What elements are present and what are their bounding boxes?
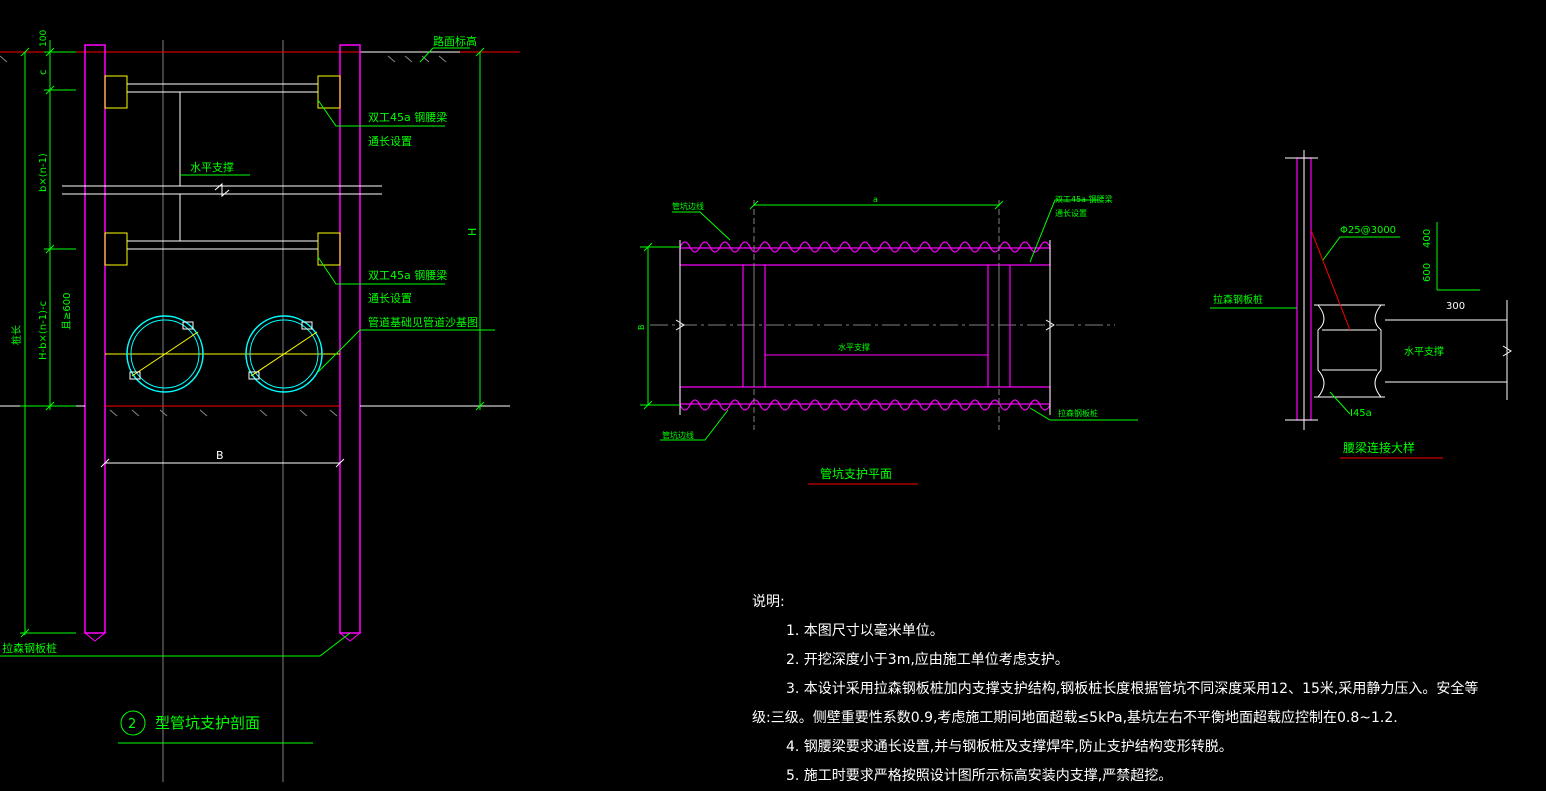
plan-bottom-sheet-pile <box>679 399 1051 411</box>
detail-bolt-label: Φ25@3000 <box>1340 225 1396 236</box>
dim-c: c <box>38 70 49 76</box>
pipe-left <box>126 315 204 393</box>
detail-dim-400: 400 <box>1422 229 1433 248</box>
section-title: 型管坑支护剖面 <box>155 714 260 732</box>
plan-dim-B: B <box>637 325 646 331</box>
plan-dim-a: a <box>873 195 878 204</box>
section-view: 路面标高 100 c b×(n-1) H-b×(n-1)-c 且≥600 桩长 … <box>0 30 520 782</box>
plan-top-sheet-pile <box>679 241 1051 253</box>
plan-right-bottom-label: 拉森钢板桩 <box>1058 408 1098 418</box>
detail-dim-300: 300 <box>1446 301 1465 312</box>
detail-view: Φ25@3000 400 600 300 拉森钢板桩 水平支撑 I45a 腰梁连… <box>1210 150 1512 459</box>
plan-strut-label: 水平支撑 <box>838 342 870 352</box>
note-item-4: 4. 钢腰梁要求通长设置,并与钢板桩及支撑焊牢,防止支护结构变形转脱。 <box>786 739 1233 755</box>
dim-spacing: b×(n-1) <box>38 153 49 192</box>
plan-bottom-pile-label: 管坑边线 <box>662 430 694 440</box>
note-item-3-cont: 级:三级。侧壁重要性系数0.9,考虑施工期间地面超载≤5kPa,基坑左右不平衡地… <box>752 710 1398 726</box>
waler-label-1: 双工45a 钢腰梁 <box>368 110 447 124</box>
pipe-label: 管道基础见管道沙基图 <box>368 315 478 329</box>
section-title-circle <box>120 710 146 736</box>
detail-dim-600: 600 <box>1422 263 1433 282</box>
dim-extra: 且≥600 <box>61 293 73 330</box>
plan-waler-label: 双工45a 钢腰梁 <box>1055 194 1113 204</box>
plan-title: 管坑支护平面 <box>820 466 892 481</box>
waler-label-2: 双工45a 钢腰梁 <box>368 268 447 282</box>
notes-block: 说明: 1. 本图尺寸以毫米单位。 2. 开挖深度小于3m,应由施工单位考虑支护… <box>752 588 1532 791</box>
section-title-number: 2 <box>128 717 136 732</box>
notes-heading: 说明: <box>752 594 785 610</box>
dim-bottom: H-b×(n-1)-c <box>38 301 49 360</box>
detail-title: 腰梁连接大样 <box>1343 440 1415 455</box>
dim-B: B <box>216 449 224 462</box>
note-item-5: 5. 施工时要求严格按照设计图所示标高安装内支撑,严禁超挖。 <box>786 768 1173 784</box>
detail-strut-label: 水平支撑 <box>1404 345 1444 358</box>
pipe-right <box>245 315 323 393</box>
strut-label: 水平支撑 <box>190 160 234 174</box>
detail-beam-label: I45a <box>1350 408 1372 419</box>
plan-waler-note: 通长设置 <box>1055 208 1087 218</box>
note-item-2: 2. 开挖深度小于3m,应由施工单位考虑支护。 <box>786 652 1069 668</box>
waler-note-2: 通长设置 <box>368 292 412 305</box>
detail-pile-label: 拉森钢板桩 <box>1213 293 1263 306</box>
pile-length-label: 桩长 <box>10 325 23 345</box>
dim-H: H <box>466 228 479 236</box>
ground-label: 路面标高 <box>433 34 477 48</box>
waler-note-1: 通长设置 <box>368 135 412 148</box>
plan-top-pile-label: 管坑边线 <box>672 201 704 211</box>
note-item-3: 3. 本设计采用拉森钢板桩加内支撑支护结构,钢板桩长度根据管坑不同深度采用12、… <box>786 681 1479 697</box>
plan-view: 管坑边线 管坑边线 a B 双工45a 钢腰梁 通长设置 水平支撑 拉森钢板桩 … <box>637 194 1138 485</box>
detail-i-beam <box>1314 304 1385 398</box>
note-item-1: 1. 本图尺寸以毫米单位。 <box>786 623 944 639</box>
dim-top: 100 <box>39 30 49 47</box>
sheet-pile-label: 拉森钢板桩 <box>2 641 57 655</box>
